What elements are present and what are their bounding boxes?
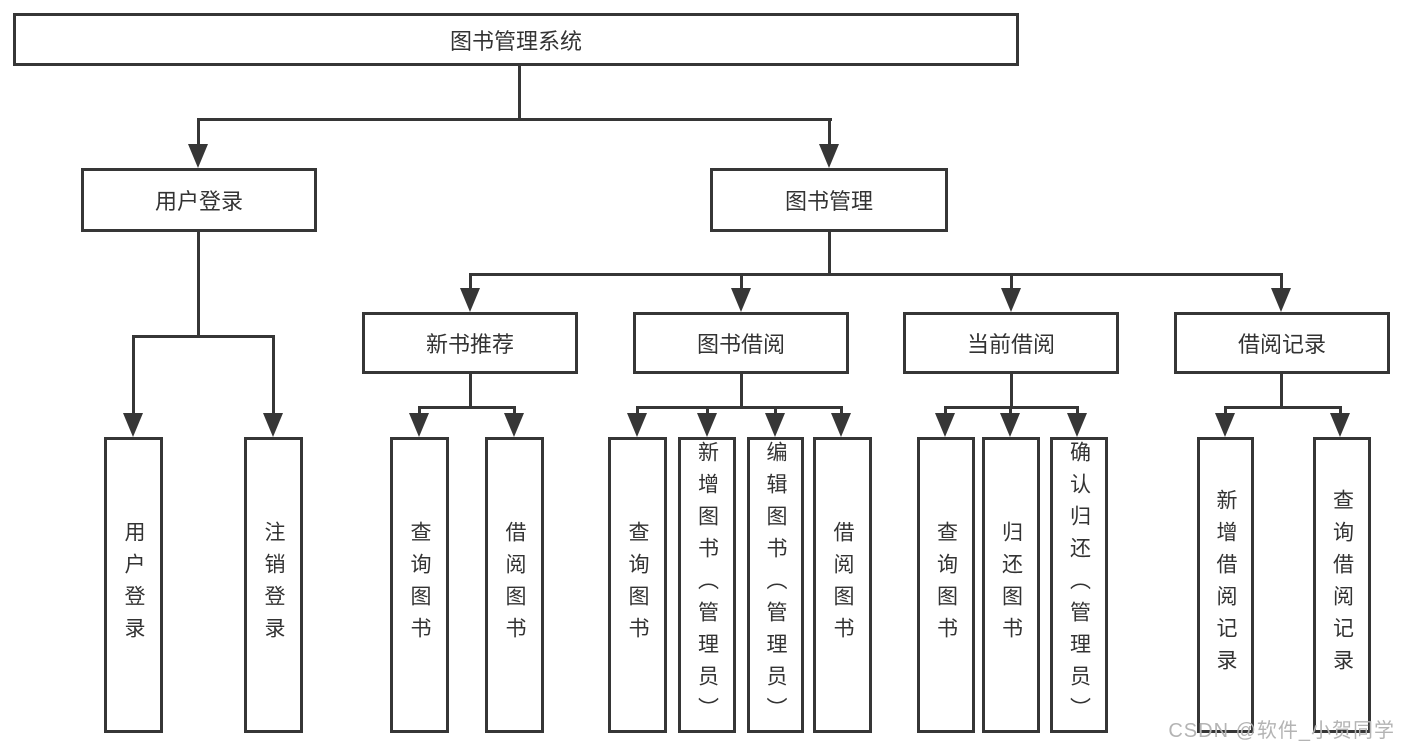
leaf-edit-books-admin: 编辑图书（管理员） xyxy=(747,437,804,733)
node-current-borrow: 当前借阅 xyxy=(903,312,1119,374)
node-root-label: 图书管理系统 xyxy=(449,28,582,54)
arrowhead-edit-books xyxy=(765,413,785,437)
connector-drop-query-record xyxy=(1339,406,1342,418)
arrowhead-borrow-books xyxy=(831,413,851,437)
leaf-return-books-label: 归还图书 xyxy=(999,521,1023,649)
connector-drop-current-borrow xyxy=(1010,273,1013,293)
connector-drop-edit-books xyxy=(774,406,777,418)
connector-drop-book-borrow xyxy=(740,273,743,293)
csdn-watermark: CSDN @软件_小贺同学 xyxy=(1168,720,1395,742)
leaf-add-books-admin: 新增图书（管理员） xyxy=(678,437,736,733)
connector-drop-add-books xyxy=(706,406,709,418)
leaf-add-borrow-record: 新增借阅记录 xyxy=(1197,437,1254,733)
node-new-book-recommend-label: 新书推荐 xyxy=(425,332,514,357)
arrowhead-leaf-user-login xyxy=(123,413,143,437)
node-new-book-recommend: 新书推荐 xyxy=(362,312,578,374)
leaf-query-books-recommend-label: 查询图书 xyxy=(408,521,431,649)
arrowhead-borrow-recommend xyxy=(504,413,524,437)
node-book-borrow-label: 图书借阅 xyxy=(696,332,785,357)
arrowhead-leaf-logout xyxy=(263,413,283,437)
node-user-login-label: 用户登录 xyxy=(154,189,243,214)
connector-current-borrow-stem xyxy=(1010,372,1013,408)
connector-drop-book-management xyxy=(828,118,831,148)
leaf-logout-label: 注销登录 xyxy=(262,521,285,649)
connector-drop-add-record xyxy=(1224,406,1227,418)
arrowhead-borrow-records xyxy=(1271,288,1291,312)
arrowhead-query-borrow xyxy=(627,413,647,437)
leaf-borrow-books-label: 借阅图书 xyxy=(831,521,854,649)
node-book-management-label: 图书管理 xyxy=(784,189,873,214)
leaf-query-books-current-label: 查询图书 xyxy=(934,521,958,649)
leaf-user-login: 用户登录 xyxy=(104,437,163,733)
connector-user-login-stem xyxy=(197,230,200,337)
connector-borrow-records-stem xyxy=(1280,372,1283,408)
connector-root-stem xyxy=(518,64,521,120)
connector-drop-query-borrow xyxy=(636,406,639,418)
connector-drop-query-current xyxy=(944,406,947,418)
connector-root-bus xyxy=(197,118,832,121)
leaf-edit-books-admin-label: 编辑图书（管理员） xyxy=(764,441,787,729)
node-book-management: 图书管理 xyxy=(710,168,948,232)
arrowhead-new-book-recommend xyxy=(460,288,480,312)
node-book-borrow: 图书借阅 xyxy=(633,312,849,374)
arrowhead-add-record xyxy=(1215,413,1235,437)
connector-drop-user-login xyxy=(197,118,200,148)
arrowhead-query-recommend xyxy=(409,413,429,437)
connector-recommend-stem xyxy=(469,372,472,408)
connector-drop-borrow-books xyxy=(840,406,843,418)
connector-drop-query-recommend xyxy=(418,406,421,418)
arrowhead-current-borrow xyxy=(1001,288,1021,312)
arrowhead-add-books xyxy=(697,413,717,437)
leaf-confirm-return-admin-label: 确认归还（管理员） xyxy=(1067,441,1091,729)
arrowhead-book-management xyxy=(819,144,839,168)
connector-recommend-bus xyxy=(418,406,516,409)
connector-book-management-bus xyxy=(469,273,1283,276)
connector-drop-new-book-recommend xyxy=(469,273,472,293)
leaf-return-books: 归还图书 xyxy=(982,437,1040,733)
node-current-borrow-label: 当前借阅 xyxy=(966,332,1055,357)
connector-borrow-records-bus xyxy=(1224,406,1342,409)
connector-book-management-stem xyxy=(828,230,831,275)
connector-book-borrow-bus xyxy=(636,406,843,409)
leaf-query-borrow-record-label: 查询借阅记录 xyxy=(1330,489,1354,681)
connector-user-login-bus xyxy=(132,335,275,338)
node-root: 图书管理系统 xyxy=(13,13,1019,66)
connector-drop-borrow-records xyxy=(1280,273,1283,293)
leaf-query-borrow-record: 查询借阅记录 xyxy=(1313,437,1371,733)
arrowhead-user-login xyxy=(188,144,208,168)
leaf-add-books-admin-label: 新增图书（管理员） xyxy=(695,441,719,729)
leaf-user-login-label: 用户登录 xyxy=(122,521,145,649)
leaf-borrow-books-recommend-label: 借阅图书 xyxy=(503,521,526,649)
arrowhead-return-books xyxy=(1000,413,1020,437)
node-user-login: 用户登录 xyxy=(81,168,317,232)
leaf-logout: 注销登录 xyxy=(244,437,303,733)
connector-drop-leaf-user-login xyxy=(132,335,135,417)
leaf-borrow-books-recommend: 借阅图书 xyxy=(485,437,544,733)
connector-book-borrow-stem xyxy=(740,372,743,408)
leaf-add-borrow-record-label: 新增借阅记录 xyxy=(1214,489,1237,681)
leaf-query-books-recommend: 查询图书 xyxy=(390,437,449,733)
leaf-query-books-borrow-label: 查询图书 xyxy=(626,521,649,649)
leaf-query-books-current: 查询图书 xyxy=(917,437,975,733)
leaf-borrow-books: 借阅图书 xyxy=(813,437,872,733)
node-borrow-records: 借阅记录 xyxy=(1174,312,1390,374)
arrowhead-query-current xyxy=(935,413,955,437)
arrowhead-book-borrow xyxy=(731,288,751,312)
connector-drop-confirm-return xyxy=(1076,406,1079,418)
node-borrow-records-label: 借阅记录 xyxy=(1237,332,1326,357)
arrowhead-query-record xyxy=(1330,413,1350,437)
arrowhead-confirm-return xyxy=(1067,413,1087,437)
leaf-query-books-borrow: 查询图书 xyxy=(608,437,667,733)
connector-drop-leaf-logout xyxy=(272,335,275,417)
connector-drop-borrow-recommend xyxy=(513,406,516,418)
leaf-confirm-return-admin: 确认归还（管理员） xyxy=(1050,437,1108,733)
connector-drop-return-books xyxy=(1009,406,1012,418)
